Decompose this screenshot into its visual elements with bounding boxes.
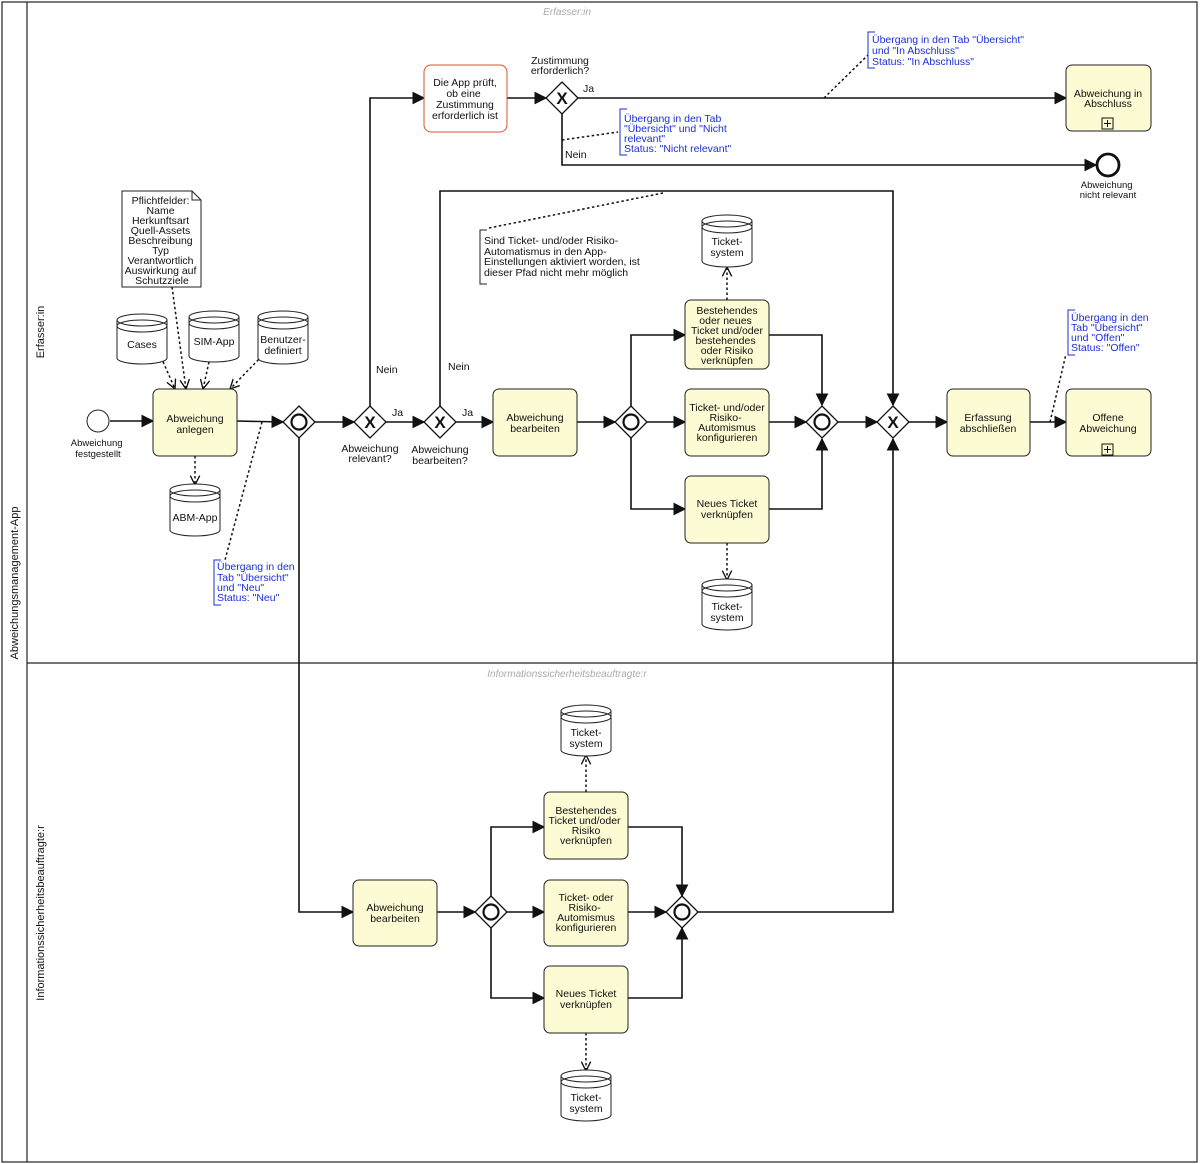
svg-text:X: X [887, 413, 899, 432]
data-store-cases: Cases [116, 313, 168, 365]
data-store-ticketsystem-isb-oben: Ticket-system [560, 704, 612, 757]
flow-label-ja-bearbeiten: Ja [462, 407, 473, 419]
data-store-benutzerdefiniert: Benutzer-definiert [257, 310, 309, 365]
svg-text:X: X [556, 89, 568, 108]
gateway-inclusive-split-erfasser [614, 405, 648, 439]
annotation-automatismus: Sind Ticket- und/oder Risiko- Automatism… [479, 229, 643, 285]
svg-text:X: X [364, 413, 376, 432]
gateway-inclusive-join-isb [665, 895, 699, 929]
data-store-ticketsystem-erfasser-oben: Ticket-system [701, 214, 753, 268]
flow-label-nein-bearbeiten: Nein [448, 361, 470, 373]
pool-label: Abweichungsmanagement-App [9, 507, 21, 660]
gateway-inclusive-split-isb [474, 895, 508, 929]
flow-label-nein-zustimmung: Nein [565, 149, 587, 161]
svg-text:X: X [434, 413, 446, 432]
gateway-exclusive-merge: X [876, 405, 910, 439]
svg-text:Ticket-system: Ticket-system [710, 601, 744, 624]
start-event-label: Abweichung festgestellt [71, 438, 125, 460]
svg-text:ABM-App: ABM-App [173, 512, 218, 524]
flow-labels: Ja Nein Ja Nein Ja Nein [376, 83, 594, 419]
annotation-status-in-abschluss: Übergang in den Tab "Übersicht" und "In … [867, 31, 1027, 69]
annotation-status-nicht-relevant: Übergang in den Tab "Übersicht" und "Nic… [619, 108, 732, 156]
data-store-ticketsystem-isb-unten: Ticket-system [560, 1069, 612, 1122]
start-event: Abweichung festgestellt [71, 409, 125, 460]
lane-erfasser: Erfasser:in Erfasser:in [35, 7, 591, 358]
svg-text:Übergang in den Tab "Übe: Übergang in den Tab "Übersicht" und "Nic… [624, 113, 732, 155]
svg-text:Ticket-system: Ticket-system [710, 236, 744, 259]
lane-isb-title: Informationssicherheitsbeauftragte:r [487, 669, 647, 680]
flow-label-ja-relevant: Ja [392, 407, 403, 419]
data-associations [156, 54, 1067, 1071]
lane-isb: Informationssicherheitsbeauftragte:r Inf… [35, 669, 647, 1001]
svg-text:Die App prüft,ob eine Zu: Die App prüft,ob eine Zustimmungerforder… [432, 77, 498, 122]
sequence-flows [110, 91, 1098, 1005]
svg-text:SIM-App: SIM-App [194, 336, 235, 348]
lane-erfasser-side-label: Erfasser:in [35, 306, 47, 359]
svg-text:Benutzer-definiert: Benutzer-definiert [260, 334, 306, 357]
gateway-parallel-start [282, 405, 316, 439]
end-event-nicht-relevant: Abweichung nicht relevant [1080, 152, 1137, 201]
lane-isb-side-label: Informationssicherheitsbeauftragte:r [35, 825, 47, 1001]
flow-label-nein-relevant: Nein [376, 364, 398, 376]
svg-text:Sind Ticket- und/oder Risiko-: Sind Ticket- und/oder Risiko- Automatism… [484, 235, 643, 279]
data-store-ticketsystem-erfasser-unten: Ticket-system [701, 578, 753, 631]
svg-text:Ticket-system: Ticket-system [569, 727, 603, 750]
svg-text:Übergang in den Tab "Übersicht: Übergang in den Tab "Übersicht" und "In … [872, 34, 1027, 68]
svg-text:Ticket-system: Ticket-system [569, 1092, 603, 1115]
data-store-sim-app: SIM-App [188, 310, 240, 363]
data-object-pflichtfelder: Pflichtfelder: Name Herkunftsart Quell-A… [121, 190, 202, 288]
svg-text:Pflichtfelder: Name: Pflichtfelder: Name Herkunftsart Quell-A… [125, 195, 200, 287]
data-store-abm-app: ABM-App [169, 483, 221, 537]
lane-erfasser-title: Erfasser:in [543, 7, 591, 18]
svg-text:Cases: Cases [127, 339, 157, 351]
gateway-inclusive-join-erfasser [805, 405, 839, 439]
end-event-label: Abweichung nicht relevant [1080, 180, 1137, 201]
flow-label-ja-zustimmung: Ja [583, 83, 594, 95]
